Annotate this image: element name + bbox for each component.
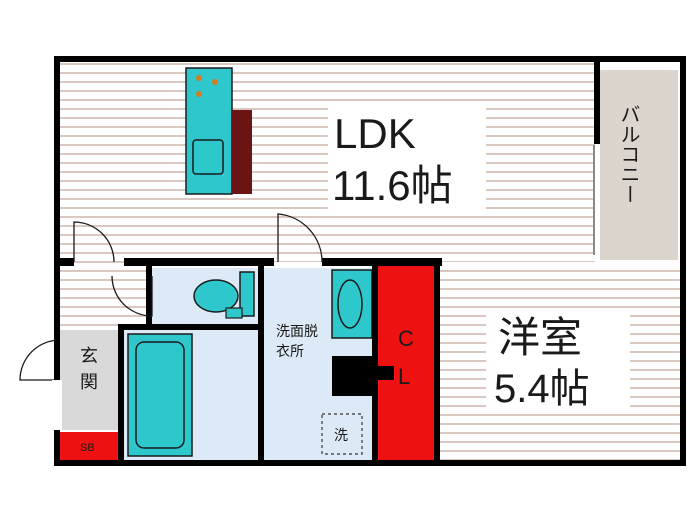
entrance-label-2: 関 <box>80 372 98 392</box>
door-swings <box>19 213 323 381</box>
counter-cabinet <box>232 110 252 194</box>
interior-walls <box>60 62 600 460</box>
entrance-floor <box>60 330 118 430</box>
washroom-label-2: 衣所 <box>276 343 304 359</box>
toilet-icon <box>193 271 255 319</box>
kitchen-counter <box>185 67 252 195</box>
shoebox-area <box>60 432 118 460</box>
ldk-label: LDK <box>334 110 416 157</box>
washing-machine-pan-icon <box>321 413 363 455</box>
closet-label-l: L <box>398 364 410 389</box>
shoebox-label: SB <box>80 442 95 454</box>
exterior-walls <box>54 56 686 466</box>
washbasin-icon <box>331 269 373 339</box>
kitchen-sink-icon <box>192 139 224 175</box>
washroom-label-1: 洗面脱 <box>276 323 318 339</box>
ldk-floor <box>60 62 595 262</box>
closet-area <box>376 266 434 460</box>
ldk-size: 11.6帖 <box>332 162 453 209</box>
washer-label: 洗 <box>334 427 348 443</box>
bathtub-icon <box>127 333 193 457</box>
balcony-label: バルコニー <box>617 104 639 204</box>
stove-burner-icon <box>188 70 230 106</box>
entrance-label-1: 玄 <box>80 346 98 366</box>
western-label: 洋室 <box>498 314 582 361</box>
hall-floor <box>60 262 148 328</box>
closet-label-c: C <box>398 326 414 351</box>
western-size: 5.4帖 <box>494 367 590 411</box>
balcony-floor <box>600 70 678 260</box>
